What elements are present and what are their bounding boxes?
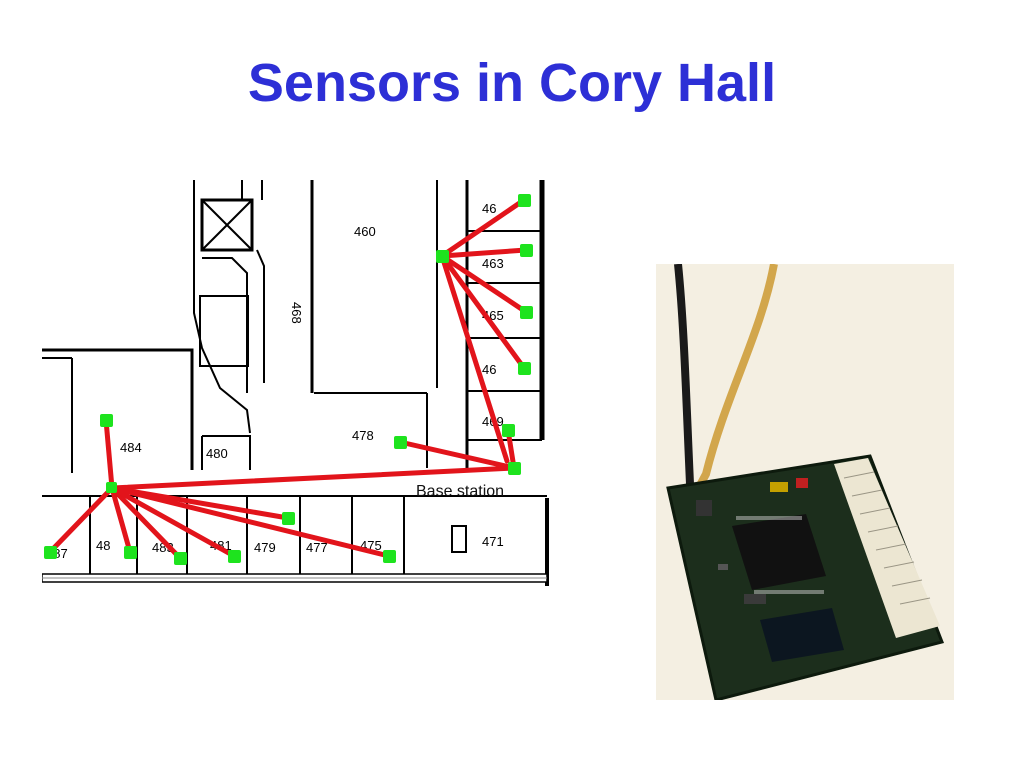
room-label-478: 478 xyxy=(352,428,374,443)
room-label-461: 46 xyxy=(482,362,496,377)
room-label-479: 479 xyxy=(254,540,276,555)
sensor-node xyxy=(518,362,531,375)
sensor-node xyxy=(106,482,117,493)
sensor-board-photo xyxy=(656,264,954,700)
sensor-node xyxy=(520,306,533,319)
radio-links xyxy=(47,197,529,561)
sensor-node xyxy=(124,546,137,559)
microcontroller-chip xyxy=(732,514,826,590)
base-station-node xyxy=(508,462,521,475)
tan-wire xyxy=(694,264,778,491)
sensor-node xyxy=(394,436,407,449)
room-label-477: 477 xyxy=(306,540,328,555)
room-label-467: 46 xyxy=(482,201,496,216)
room-label-463: 463 xyxy=(482,256,504,271)
room-label-484: 484 xyxy=(120,440,142,455)
sensor-node xyxy=(282,512,295,525)
sensor-nodes xyxy=(44,194,533,565)
sensor-node xyxy=(44,546,57,559)
room-label-485: 48 xyxy=(96,538,110,553)
sensor-node xyxy=(518,194,531,207)
sensor-node xyxy=(228,550,241,563)
slide-title: Sensors in Cory Hall xyxy=(247,53,777,113)
room-label-471: 471 xyxy=(482,534,504,549)
sensor-node xyxy=(383,550,396,563)
sensor-node xyxy=(520,244,533,257)
cory-hall-floor-plan: 460 468 484 480 478 46 463 465 46 469 47… xyxy=(42,180,549,586)
radio-module xyxy=(760,608,844,662)
room-labels: 460 468 484 480 478 46 463 465 46 469 47… xyxy=(46,201,504,561)
sensor-node xyxy=(502,424,515,437)
sensor-node xyxy=(100,414,113,427)
sensor-node xyxy=(436,250,449,263)
room-label-480: 480 xyxy=(206,446,228,461)
base-station-label: Base station xyxy=(416,483,504,500)
dark-wire xyxy=(674,264,694,485)
sensor-node xyxy=(174,552,187,565)
walls xyxy=(42,180,549,586)
room-label-460: 460 xyxy=(354,224,376,239)
room-label-468: 468 xyxy=(289,302,304,324)
